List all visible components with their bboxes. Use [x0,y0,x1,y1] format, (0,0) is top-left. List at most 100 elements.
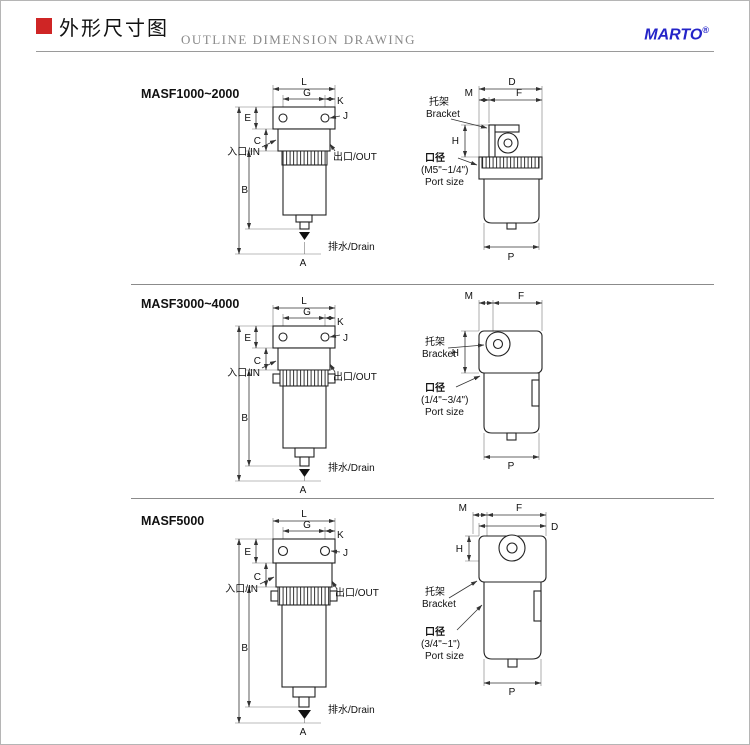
dimension-lines [236,305,336,482]
filter-side-outline [478,534,547,668]
dim-label-G: G [303,88,311,99]
filter-bowl [281,604,327,688]
registered-mark: ® [702,25,709,35]
dim-label-G: G [303,307,311,318]
front-view: L G K J E C B A 入口/IN 出口/OUT 排水/Drain [225,509,379,738]
filter-front-outline [272,325,336,477]
inlet-label: 入口/IN [225,584,258,595]
dim-label-H: H [452,348,459,359]
ribbed-band [281,150,328,166]
filter-bowl-side [483,178,540,224]
dim-label-E: E [244,113,251,124]
filter-side-outline [478,124,543,230]
dim-label-F: F [516,88,522,99]
bracket-hole-inner [492,338,504,350]
dim-label-G: G [303,520,311,531]
model-label: MASF1000~2000 [141,87,240,101]
port-label-en: Port size [425,651,464,662]
drawing-masf5000: L G K J E C B A 入口/IN 出口/OUT 排水/Drain [225,503,558,738]
dim-label-K: K [337,530,344,541]
dim-label-J: J [343,111,348,122]
dim-label-K: K [337,317,344,328]
port-range: (M5"~1/4") [421,165,468,176]
drain-fitting [298,696,310,708]
dim-label-M: M [465,88,473,99]
dim-label-D: D [551,522,558,533]
filter-bowl-side [483,581,542,660]
sight-window [533,590,542,622]
bracket-hole-inner [503,138,513,148]
dimension-lines [236,518,336,724]
section-masf1000-2000: MASF1000~2000 [131,61,716,284]
leader-lines [450,118,488,166]
bracket-label-cn: 托架 [425,335,445,348]
dim-label-J: J [343,333,348,344]
dim-label-L: L [301,77,307,88]
filter-body [277,347,331,371]
bracket-plate [488,124,496,158]
flange-hole-left [277,545,289,557]
front-view: L G K J E C B A 入口/IN 出口/OUT 排水/Drain [227,77,377,269]
port-label-cn: 口径 [425,381,445,394]
drain-label: 排水/Drain [328,461,375,474]
side-view: F M H 托架 Bracket 口径 (1/4"~3/4") Port siz… [421,291,543,472]
clamp-band [277,586,331,606]
dim-label-P: P [508,252,515,263]
bowl-step [295,214,313,223]
dim-label-C: C [254,572,261,583]
port-label-cn: 口径 [425,151,445,164]
dim-label-F: F [518,291,524,302]
filter-side-outline [478,330,543,441]
drain-nub [506,432,517,441]
leader-lines [261,333,341,373]
port-range: (3/4"~1") [421,639,460,650]
leader-lines [259,549,341,590]
clamp-ear-left [270,590,279,602]
dim-label-M: M [459,503,467,514]
dim-label-J: J [343,548,348,559]
front-view: L G K J E C B A 入口/IN 出口/OUT 排水/Drain [227,296,377,496]
leader-lines [447,343,485,388]
dim-label-E: E [244,547,251,558]
port-range: (1/4"~3/4") [421,395,468,406]
dimension-lines [236,86,336,255]
dim-label-P: P [508,461,515,472]
drain-arrow [299,232,310,240]
section-masf3000-4000: MASF3000~4000 [131,285,716,498]
filter-bowl [282,385,327,449]
filter-body [277,128,331,152]
leader-lines [261,114,341,152]
bowl-step [294,447,315,458]
dim-label-P: P [509,687,516,698]
bracket-label-en: Bracket [426,109,460,120]
port-label-en: Port size [425,177,464,188]
section-masf5000: MASF5000 [131,499,716,744]
page-title: 外形尺寸图 [59,18,169,40]
dim-label-L: L [301,509,307,520]
dim-label-A: A [300,258,307,269]
dim-label-L: L [301,296,307,307]
dimension-lines [462,300,543,460]
dim-label-F: F [516,503,522,514]
outlet-label: 出口/OUT [335,586,379,599]
drain-label: 排水/Drain [328,240,375,253]
ribbed-band-side [481,156,540,169]
bracket-label-en: Bracket [422,349,456,360]
dim-label-H: H [452,136,459,147]
flange-hole-right [320,332,330,342]
clamp-band [279,369,329,387]
dim-label-B: B [241,643,248,654]
dimension-lines [466,512,547,686]
dim-label-A: A [300,485,307,496]
drain-arrow [298,710,311,719]
drain-nub [506,222,517,230]
flange-hole-right [319,545,331,557]
dim-label-E: E [244,333,251,344]
dim-label-A: A [300,727,307,738]
drawing-masf3000-4000: L G K J E C B A 入口/IN 出口/OUT 排水/Drain [227,291,543,496]
leader-lines [448,580,483,631]
header-rule [36,51,714,52]
divider-1 [131,284,714,285]
inlet-label: 入口/IN [227,368,260,379]
